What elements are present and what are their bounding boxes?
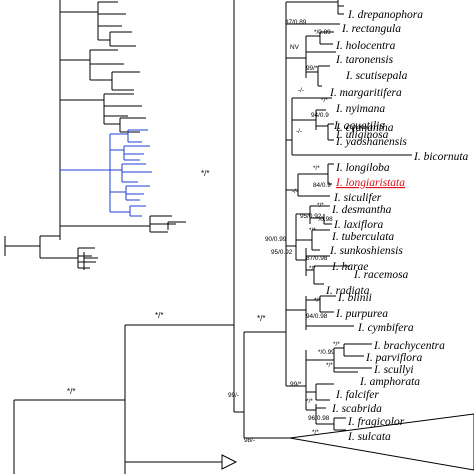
support-value: 95/0.92 (300, 213, 322, 220)
taxon-label: I. cymbifera (357, 322, 414, 334)
taxon-label: I. yaoshanensis (335, 136, 407, 148)
support-value: */* (326, 362, 333, 369)
taxon-label: I. laxiflora (333, 219, 383, 231)
support-value: 94/0.98 (306, 313, 328, 320)
support-value: 87/0.98 (306, 255, 328, 262)
taxon-label: I. taronensis (335, 54, 394, 66)
support-value: 99/- (228, 392, 239, 399)
taxon-labels: I. drepanophora I. rectangula I. holocen… (325, 9, 469, 443)
support-value: 95/0.92 (271, 249, 293, 256)
taxon-label: I. bicornuta (413, 151, 469, 163)
support-value: 84/0.9 (313, 182, 331, 189)
support-value: -/- (296, 128, 302, 135)
backbone (13, 0, 474, 474)
taxon-label: I. amphorata (359, 376, 420, 388)
support-value: */* (155, 311, 163, 320)
taxon-label: I. rectangula (341, 23, 401, 35)
taxon-label: I. purpurea (335, 308, 388, 320)
support-value: */* (312, 429, 319, 436)
support-value: 94/0.9 (311, 112, 329, 119)
support-value: -/- (292, 188, 298, 195)
taxon-label: I. fragicolor (347, 416, 405, 428)
taxon-label: I. siculifer (333, 192, 382, 204)
taxon-label: I. racemosa (353, 269, 409, 281)
support-value: 90/0.99 (265, 236, 287, 243)
taxon-label: I. holocentra (335, 40, 396, 52)
support-value: */* (201, 169, 209, 178)
taxon-label: I. harae (331, 261, 368, 273)
support-value: */* (306, 398, 313, 405)
taxon-label: I. sunkoshiensis (329, 245, 403, 257)
support-values: 87/0.89 */0.89 NV 99/* */* -/- 94/0.9 -/… (67, 19, 340, 444)
support-value: */0.89 (314, 29, 331, 36)
taxon-label: I. margaritifera (329, 87, 402, 99)
support-value: */* (309, 227, 316, 234)
support-value: */* (257, 314, 265, 323)
support-value: */* (313, 165, 320, 172)
taxon-label: I. scabrida (331, 403, 382, 415)
taxon-label: I. tuberculata (331, 231, 394, 243)
taxon-label: I. falcifer (335, 389, 379, 401)
taxon-label: I. desmantha (331, 204, 392, 216)
taxon-label: I. drepanophora (347, 9, 423, 21)
taxon-label: I. scullyi (373, 364, 414, 376)
support-value: -/- (298, 87, 304, 94)
support-value: 99/* (306, 65, 318, 72)
support-value: */0.98 (316, 216, 333, 223)
taxon-label: I. parviflora (365, 352, 422, 364)
taxon-label: I. cyanantha (335, 122, 394, 134)
taxon-label: I. uliginosa (335, 129, 389, 141)
support-value: 96/0.98 (308, 415, 330, 422)
support-value: */* (317, 202, 324, 209)
support-value: 98/- (244, 437, 255, 444)
taxon-label: I. aquatilis (333, 120, 384, 132)
taxon-label: I. longiloba (335, 162, 390, 174)
support-value: NV (290, 44, 300, 51)
taxon-label: I. radiata (325, 285, 370, 297)
taxon-label-highlighted: I. longiaristata (335, 177, 405, 189)
support-value: 87/0.89 (285, 19, 307, 26)
taxon-label: I. blinii (337, 292, 372, 304)
support-value: */* (309, 265, 316, 272)
support-value: */* (333, 341, 340, 348)
support-value: 99/* (290, 381, 302, 388)
overview-tree (4, 0, 186, 270)
support-value: */* (314, 297, 321, 304)
taxon-label: I. sulcata (347, 431, 391, 443)
support-value: */* (67, 387, 75, 396)
taxon-label: I. scutisepala (345, 70, 408, 82)
support-value: */* (321, 97, 328, 104)
ingroup-branches (286, 0, 412, 431)
taxon-label: I. brachycentra (373, 340, 445, 352)
support-value: */0.99 (318, 349, 335, 356)
taxon-label: I. nyimana (335, 103, 385, 115)
